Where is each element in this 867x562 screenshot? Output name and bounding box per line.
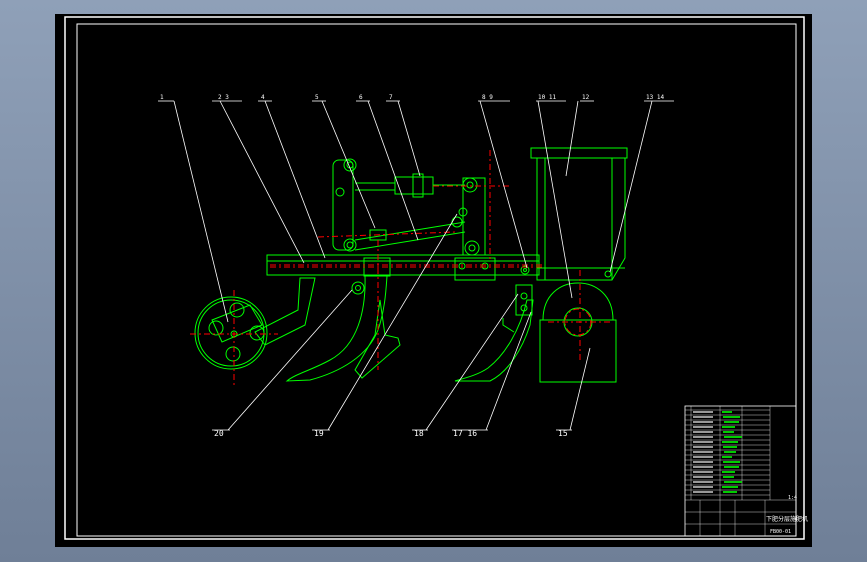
depth-wheel xyxy=(194,296,268,370)
leader-lines xyxy=(158,100,674,431)
drawing-title: 下肥分层施肥机 xyxy=(766,515,808,523)
callout-20: 20 xyxy=(214,429,224,438)
title-block-entry xyxy=(693,416,713,418)
title-block-entry xyxy=(693,446,713,448)
title-block-entry xyxy=(693,411,713,413)
callout-7: 7 xyxy=(389,94,393,101)
title-block-entry xyxy=(693,426,713,428)
callout-8-9: 8 9 xyxy=(482,94,493,101)
centre-lines xyxy=(190,150,610,385)
title-block-entry xyxy=(693,436,713,438)
callout-15: 15 xyxy=(558,429,568,438)
hopper-lid xyxy=(530,147,628,159)
title-block-entry xyxy=(693,491,713,493)
seeder-assembly xyxy=(194,147,628,383)
inner-border xyxy=(76,23,797,537)
callout-2-3: 2 3 xyxy=(218,94,229,101)
title-block-entry xyxy=(693,486,713,488)
title-block-entry xyxy=(722,426,735,428)
title-block-entry xyxy=(724,421,739,423)
title-block-entry xyxy=(693,461,713,463)
title-block-entry xyxy=(693,466,713,468)
upper-link-bracket xyxy=(332,159,354,251)
callout-6: 6 xyxy=(359,94,363,101)
title-block-entry xyxy=(723,461,740,463)
callout-17-16: 17 16 xyxy=(453,429,477,438)
title-block-entry xyxy=(693,471,713,473)
title-block-entry xyxy=(724,466,739,468)
title-block-entry xyxy=(722,411,732,413)
title-block-entry xyxy=(723,446,737,448)
callout-19: 19 xyxy=(314,429,324,438)
drawing-number: FB00-01 xyxy=(770,529,791,535)
callout-13-14: 13 14 xyxy=(646,94,664,101)
drawing-sheet xyxy=(55,14,812,547)
title-block-entry xyxy=(693,451,713,453)
title-block-entry xyxy=(722,441,738,443)
title-block-entry xyxy=(693,441,713,443)
title-block-entry xyxy=(723,491,737,493)
callout-18: 18 xyxy=(414,429,424,438)
title-block-entry xyxy=(722,456,732,458)
callout-1: 1 xyxy=(160,94,164,101)
title-block-entry xyxy=(723,416,740,418)
title-block-entry xyxy=(693,421,713,423)
callout-labels: 1 2 3 4 5 6 7 8 9 10 11 12 13 14 20 19 1… xyxy=(160,94,664,438)
title-block-entry xyxy=(723,431,734,433)
title-block-entry xyxy=(724,436,742,438)
callout-4: 4 xyxy=(261,94,265,101)
title-block-entry xyxy=(693,476,713,478)
title-block-entry xyxy=(724,451,736,453)
title-block-entry xyxy=(723,476,734,478)
title-block-entry xyxy=(722,486,738,488)
title-block: 下肥分层施肥机 FB00-01 1:4 xyxy=(684,405,808,537)
title-block-entry xyxy=(722,471,735,473)
drawing-scale: 1:4 xyxy=(788,495,797,501)
title-block-entry xyxy=(693,431,713,433)
title-block-entry xyxy=(724,481,742,483)
fertilizer-box xyxy=(539,319,617,383)
title-block-entry xyxy=(693,481,713,483)
furrow-opener-rear xyxy=(454,299,534,382)
callout-12: 12 xyxy=(582,94,590,101)
callout-5: 5 xyxy=(315,94,319,101)
title-block-entry xyxy=(693,456,713,458)
callout-10-11: 10 11 xyxy=(538,94,556,101)
rear-link-arm xyxy=(462,177,486,256)
outer-border xyxy=(64,16,805,540)
metering-housing xyxy=(542,282,614,321)
